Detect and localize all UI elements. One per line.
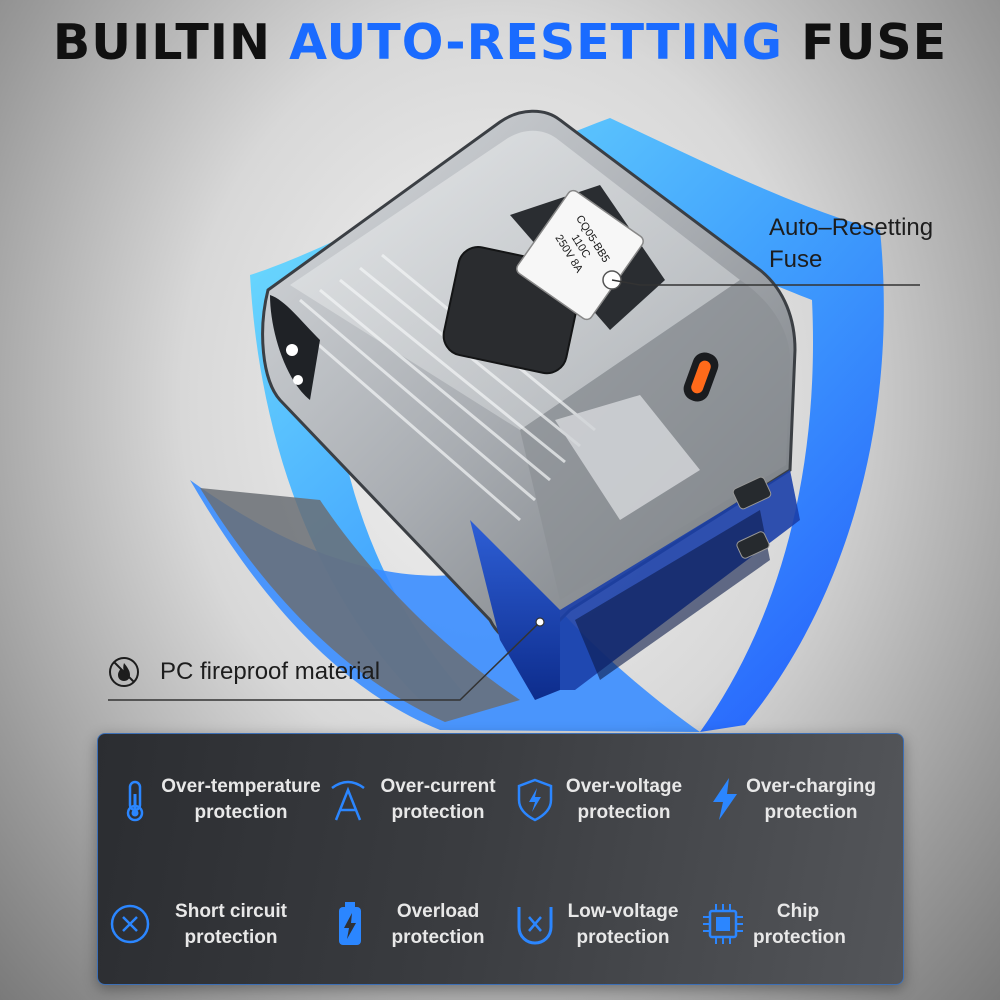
feature-label-line1: Overload xyxy=(396,901,480,922)
feature-short-circuit: Short circuit protection xyxy=(108,899,318,959)
feature-over-voltage: Over-voltage protection xyxy=(513,774,693,834)
feature-over-charging: Over-charging protection xyxy=(703,774,893,834)
feature-label-line1: Over-temperature xyxy=(161,776,321,797)
x-circle-icon xyxy=(110,904,150,944)
feature-label-line2: protection xyxy=(391,802,485,823)
feature-label-line2: protection xyxy=(194,802,288,823)
chip-icon xyxy=(703,904,743,944)
feature-chip: Chip protection xyxy=(701,899,891,959)
feature-label-line1: Over-current xyxy=(380,776,496,797)
front-usb-port-2 xyxy=(736,531,770,559)
feature-label-line2: protection xyxy=(764,802,858,823)
protection-features-panel: Over-temperature protection Over-current… xyxy=(97,733,904,985)
fuse-callout-line xyxy=(611,279,920,286)
fireproof-icon xyxy=(109,657,139,687)
feature-low-voltage: Low-voltage protection xyxy=(513,899,693,959)
lightning-icon xyxy=(713,778,737,820)
feature-overload: Overload protection xyxy=(328,899,508,959)
feature-label-line1: Chip xyxy=(776,901,820,922)
magnet-icon xyxy=(517,907,553,945)
title-part-fuse: FUSE xyxy=(783,14,948,71)
page-title: BUILTIN AUTO-RESETTING FUSE xyxy=(0,14,1000,71)
feature-label-line2: protection xyxy=(753,927,846,948)
feature-label-line1: Over-charging xyxy=(746,776,876,797)
title-part-auto-resetting: AUTO-RESETTING xyxy=(289,14,784,71)
thermometer-icon xyxy=(126,780,144,822)
feature-over-temperature: Over-temperature protection xyxy=(116,774,321,834)
feature-label-line1: Over-voltage xyxy=(565,776,683,797)
pc-callout-line xyxy=(108,621,541,701)
shield-bolt-icon xyxy=(517,778,553,822)
feature-over-current: Over-current protection xyxy=(326,774,506,834)
feature-label-line2: protection xyxy=(391,927,485,948)
title-part-builtin: BUILTIN xyxy=(52,14,290,71)
blue-base xyxy=(470,520,560,700)
front-usb-port-1 xyxy=(732,476,772,510)
feature-label-line2: protection xyxy=(576,927,670,948)
fuse-callout-line1: Auto–Resetting xyxy=(769,214,934,241)
battery-bolt-icon xyxy=(339,902,361,945)
fuse-callout: Auto–Resetting Fuse xyxy=(769,212,969,276)
pc-material-callout: PC fireproof material xyxy=(160,658,381,685)
feature-label-line2: protection xyxy=(184,927,278,948)
feature-label-line1: Short circuit xyxy=(175,901,287,922)
ampere-icon xyxy=(331,780,365,821)
feature-label-line2: protection xyxy=(577,802,671,823)
feature-label-line1: Low-voltage xyxy=(567,901,679,922)
fuse-callout-line2: Fuse xyxy=(769,246,823,273)
